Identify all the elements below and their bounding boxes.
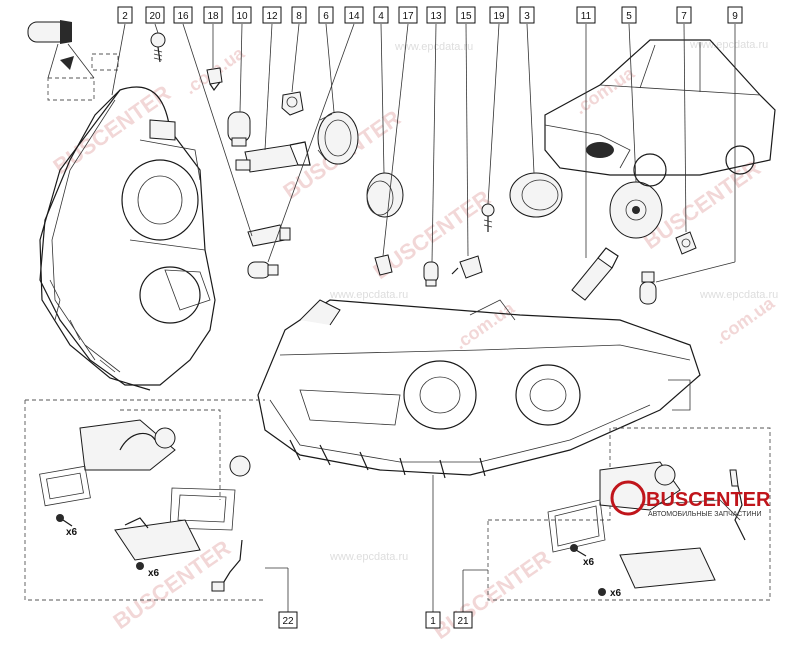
callout-8: 8 <box>291 6 307 24</box>
svg-text:15: 15 <box>460 11 472 22</box>
clip-18 <box>206 67 223 92</box>
cap-6 <box>317 111 359 165</box>
svg-text:2: 2 <box>122 11 128 22</box>
bulb-9 <box>639 271 657 305</box>
callout-7: 7 <box>676 6 692 24</box>
callout-22: 22 <box>278 611 298 629</box>
bulb-16 <box>247 224 291 247</box>
watermark-epc: www.epcdata.ru <box>699 289 778 301</box>
callout-5: 5 <box>621 6 637 24</box>
ring-4 <box>366 172 404 218</box>
callout-6: 6 <box>318 6 334 24</box>
callout-15: 15 <box>456 6 476 24</box>
callout-14: 14 <box>344 6 364 24</box>
svg-text:3: 3 <box>524 11 530 22</box>
main-headlight-assembly <box>257 299 701 479</box>
right-kit-box: x6 x6 <box>487 427 771 601</box>
qty-right-screws: x6 <box>583 557 595 568</box>
svg-text:13: 13 <box>430 11 442 22</box>
svg-text:1: 1 <box>430 616 436 627</box>
callout-19: 19 <box>489 6 509 24</box>
qty-right-small-screw: x6 <box>610 588 622 599</box>
left-headlight-housing <box>39 86 216 391</box>
qty-left-small-screw: x6 <box>148 568 160 579</box>
bulb-slot-box <box>47 77 95 101</box>
callout-9: 9 <box>727 6 743 24</box>
car-silhouette <box>544 39 776 187</box>
socket-7 <box>675 231 697 255</box>
bulb-15 <box>451 255 483 279</box>
watermark-domain: .com.ua <box>571 62 639 118</box>
leader-lines <box>111 23 736 612</box>
bulb-14 <box>247 261 279 279</box>
watermark-domain: .com.ua <box>451 297 519 353</box>
svg-text:17: 17 <box>402 11 414 22</box>
bulb-13 <box>423 261 439 287</box>
svg-text:21: 21 <box>457 616 469 627</box>
svg-text:16: 16 <box>177 11 189 22</box>
logo-mark-icon <box>610 480 646 516</box>
left-kit-box: x6 x6 <box>24 399 265 601</box>
svg-text:19: 19 <box>493 11 505 22</box>
watermark-epc: www.epcdata.ru <box>394 41 473 53</box>
bulb-slot-box <box>91 53 119 71</box>
svg-text:12: 12 <box>266 11 278 22</box>
svg-text:14: 14 <box>348 11 360 22</box>
svg-text:10: 10 <box>236 11 248 22</box>
watermark-epc: www.epcdata.ru <box>689 39 768 51</box>
callout-21: 21 <box>453 611 473 629</box>
car-headlight-highlight <box>586 142 614 158</box>
bulb-base-icon <box>60 20 72 44</box>
svg-text:22: 22 <box>282 616 294 627</box>
callout-18: 18 <box>203 6 223 24</box>
buscenter-logo: BUSCENTER АВТОМОБИЛЬНЫЕ ЗАПЧАСТИНИ <box>610 480 771 518</box>
callout-20: 20 <box>145 6 165 24</box>
bulb-reference-group <box>27 20 119 101</box>
callout-3: 3 <box>519 6 535 24</box>
h7-bulb-11 <box>571 247 619 301</box>
cap-5 <box>609 181 663 239</box>
socket-8 <box>281 91 304 116</box>
callout-10: 10 <box>232 6 252 24</box>
callout-16: 16 <box>173 6 193 24</box>
cap-3 <box>509 172 563 218</box>
svg-text:5: 5 <box>626 11 632 22</box>
callout-4: 4 <box>373 6 389 24</box>
qty-left-screws: x6 <box>66 527 78 538</box>
svg-text:6: 6 <box>323 11 329 22</box>
callout-1: 1 <box>425 611 441 629</box>
bulb-10 <box>227 111 251 147</box>
svg-text:11: 11 <box>581 11 592 22</box>
svg-text:18: 18 <box>207 11 219 22</box>
clip-17 <box>374 254 393 276</box>
h7-bulb-12 <box>235 141 311 173</box>
callout-2: 2 <box>117 6 133 24</box>
logo-name: BUSCENTER <box>646 489 771 511</box>
screw-19 <box>481 203 495 232</box>
watermark-epc: www.epcdata.ru <box>329 551 408 563</box>
svg-text:8: 8 <box>296 11 302 22</box>
watermark-epc: www.epcdata.ru <box>329 289 408 301</box>
callout-11: 11 <box>576 6 596 24</box>
callout-12: 12 <box>262 6 282 24</box>
svg-text:7: 7 <box>681 11 687 22</box>
watermark-brand: BUSCENTER <box>429 545 556 644</box>
svg-text:20: 20 <box>149 11 161 22</box>
arrow-icon <box>60 56 74 70</box>
svg-text:9: 9 <box>732 11 738 22</box>
logo-tagline: АВТОМОБИЛЬНЫЕ ЗАПЧАСТИНИ <box>648 511 761 518</box>
callout-17: 17 <box>398 6 418 24</box>
small-screw-20 <box>150 32 166 63</box>
callout-13: 13 <box>426 6 446 24</box>
svg-text:4: 4 <box>378 11 384 22</box>
